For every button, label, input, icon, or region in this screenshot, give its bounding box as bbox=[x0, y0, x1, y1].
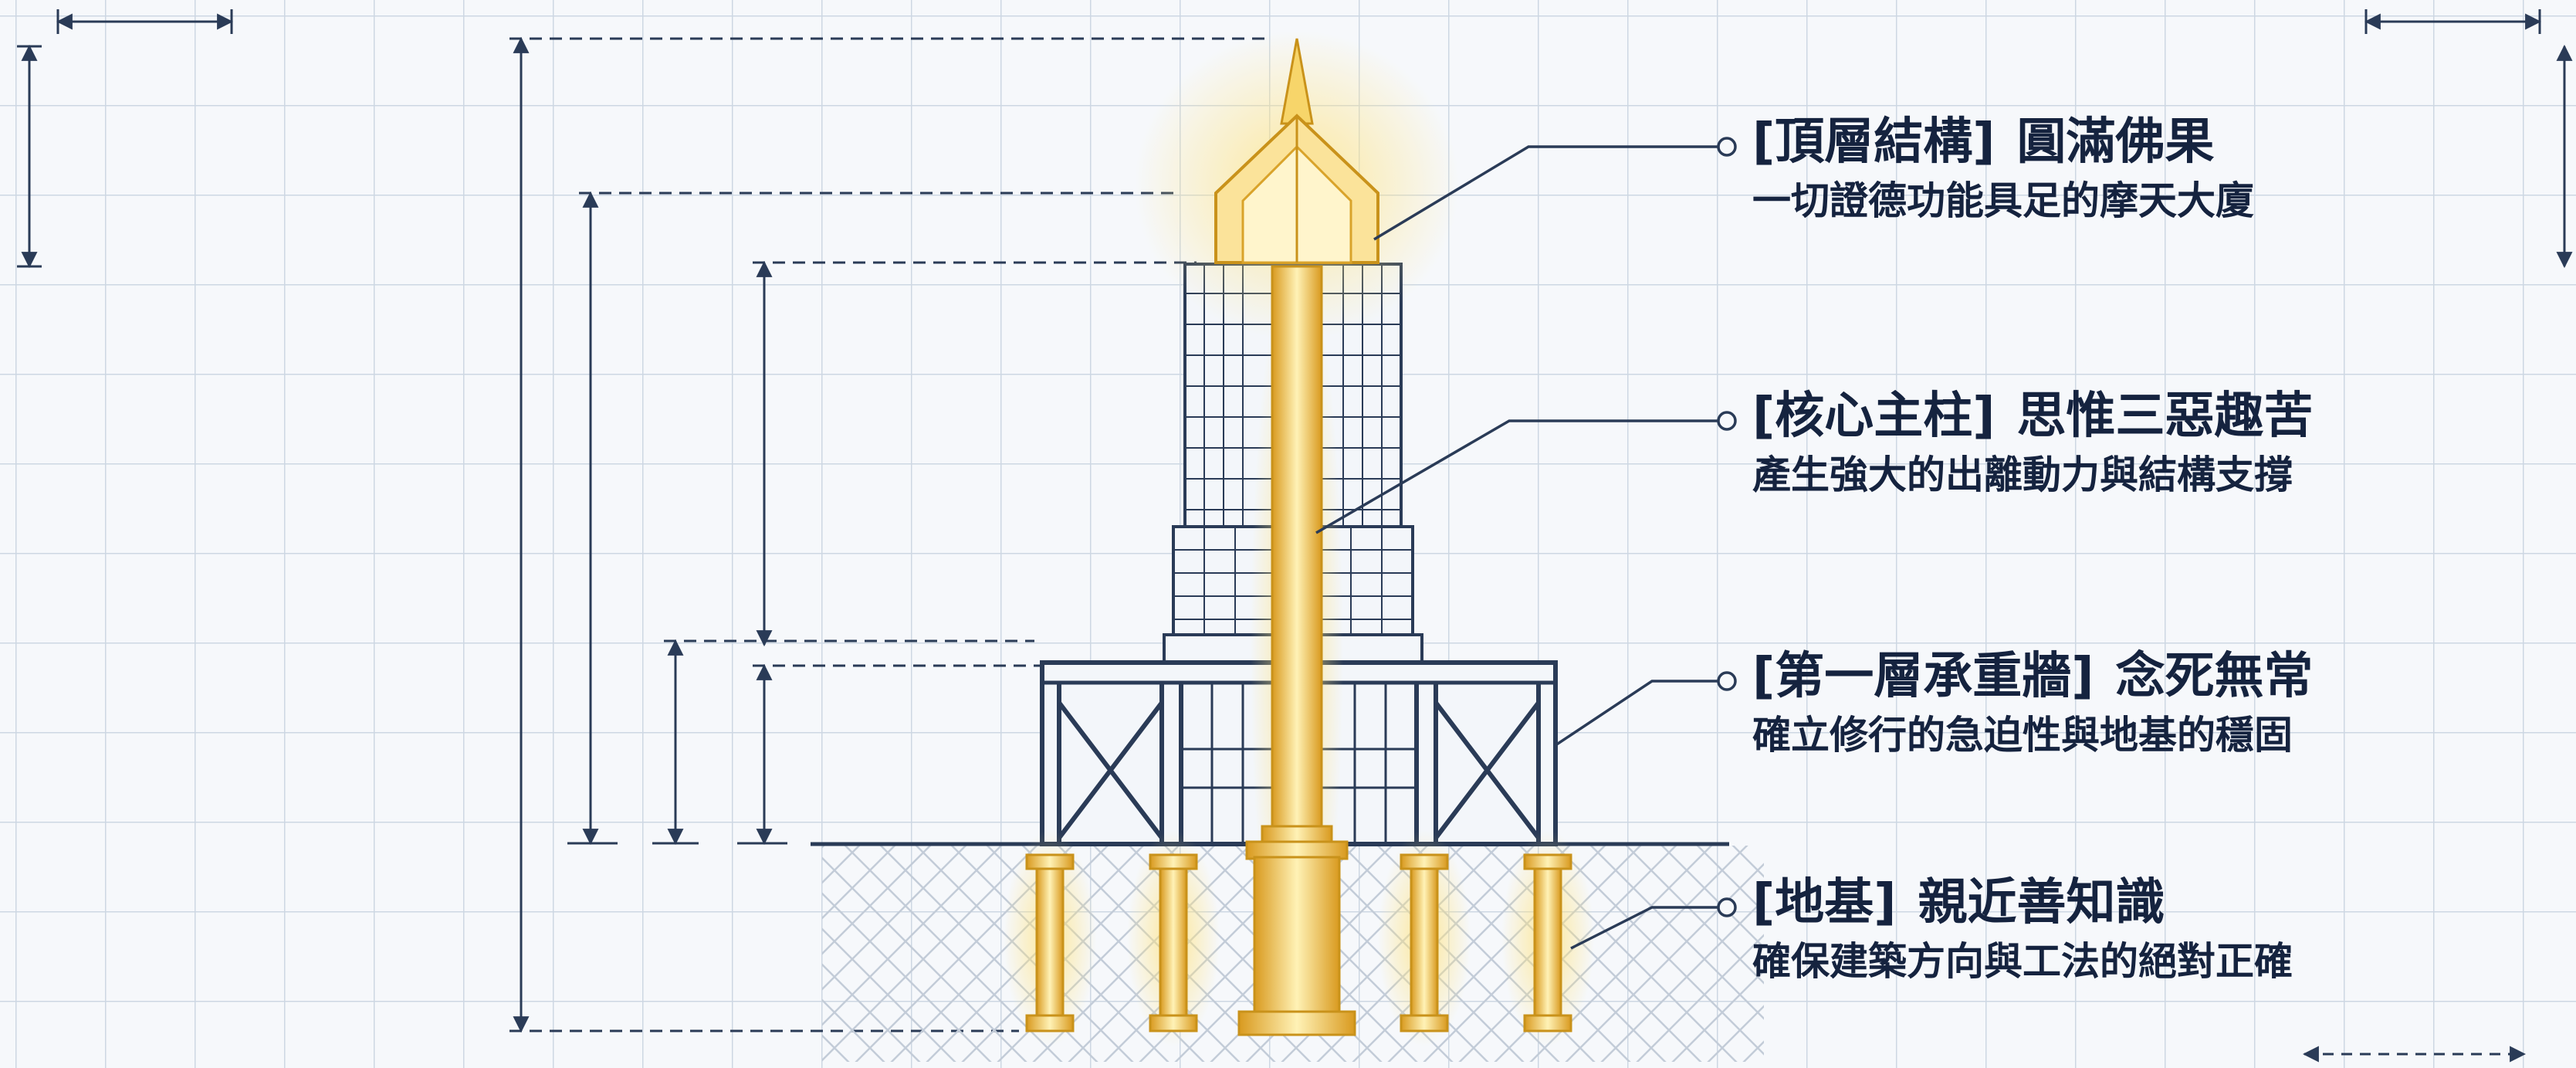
foundation-piles bbox=[1004, 830, 1594, 1046]
annotation-title: [第一層承重牆] 念死無常 bbox=[1752, 648, 2563, 706]
annotation-tag: [第一層承重牆] bbox=[1752, 648, 2094, 705]
pile-1 bbox=[1004, 830, 1096, 1046]
annotation-subtitle: 產生強大的出離動力與結構支撐 bbox=[1752, 452, 2293, 497]
annotation-title: [地基] 親近善知識 bbox=[1752, 874, 2563, 932]
annotation-subtitle: 一切證德功能具足的摩天大廈 bbox=[1752, 178, 2254, 223]
annotation-heading: 思惟三惡趣苦 bbox=[2016, 388, 2314, 445]
pile-4 bbox=[1501, 830, 1594, 1046]
annotation-tag: [地基] bbox=[1752, 874, 1897, 931]
corner-dimension-marks bbox=[17, 9, 2573, 1063]
annotation-tag: [頂層結構] bbox=[1752, 114, 1995, 171]
annotation-heading: 念死無常 bbox=[2115, 648, 2314, 705]
leader-lines bbox=[1315, 137, 1737, 950]
dimension-lines bbox=[509, 36, 1266, 1033]
annotation-subtitle: 確保建築方向與工法的絕對正確 bbox=[1752, 938, 2293, 984]
annotation-core-pillar: [核心主柱] 思惟三惡趣苦 產生強大的出離動力與結構支撐 bbox=[1752, 388, 2563, 500]
annotation-tag: [核心主柱] bbox=[1752, 388, 1995, 445]
annotation-heading: 圓滿佛果 bbox=[2016, 114, 2215, 171]
annotation-foundation: [地基] 親近善知識 確保建築方向與工法的絕對正確 bbox=[1752, 874, 2563, 987]
annotation-title: [頂層結構] 圓滿佛果 bbox=[1752, 114, 2563, 171]
annotation-title: [核心主柱] 思惟三惡趣苦 bbox=[1752, 388, 2563, 446]
annotation-heading: 親近善知識 bbox=[1918, 874, 2165, 931]
golden-core-pillar bbox=[1237, 255, 1356, 1036]
pile-3 bbox=[1378, 830, 1471, 1046]
annotation-top-structure: [頂層結構] 圓滿佛果 一切證德功能具足的摩天大廈 bbox=[1752, 114, 2563, 226]
annotation-first-floor-wall: [第一層承重牆] 念死無常 確立修行的急迫性與地基的穩固 bbox=[1752, 648, 2563, 761]
pile-2 bbox=[1127, 830, 1220, 1046]
golden-crown bbox=[1135, 31, 1459, 340]
annotation-subtitle: 確立修行的急迫性與地基的穩固 bbox=[1752, 712, 2293, 758]
